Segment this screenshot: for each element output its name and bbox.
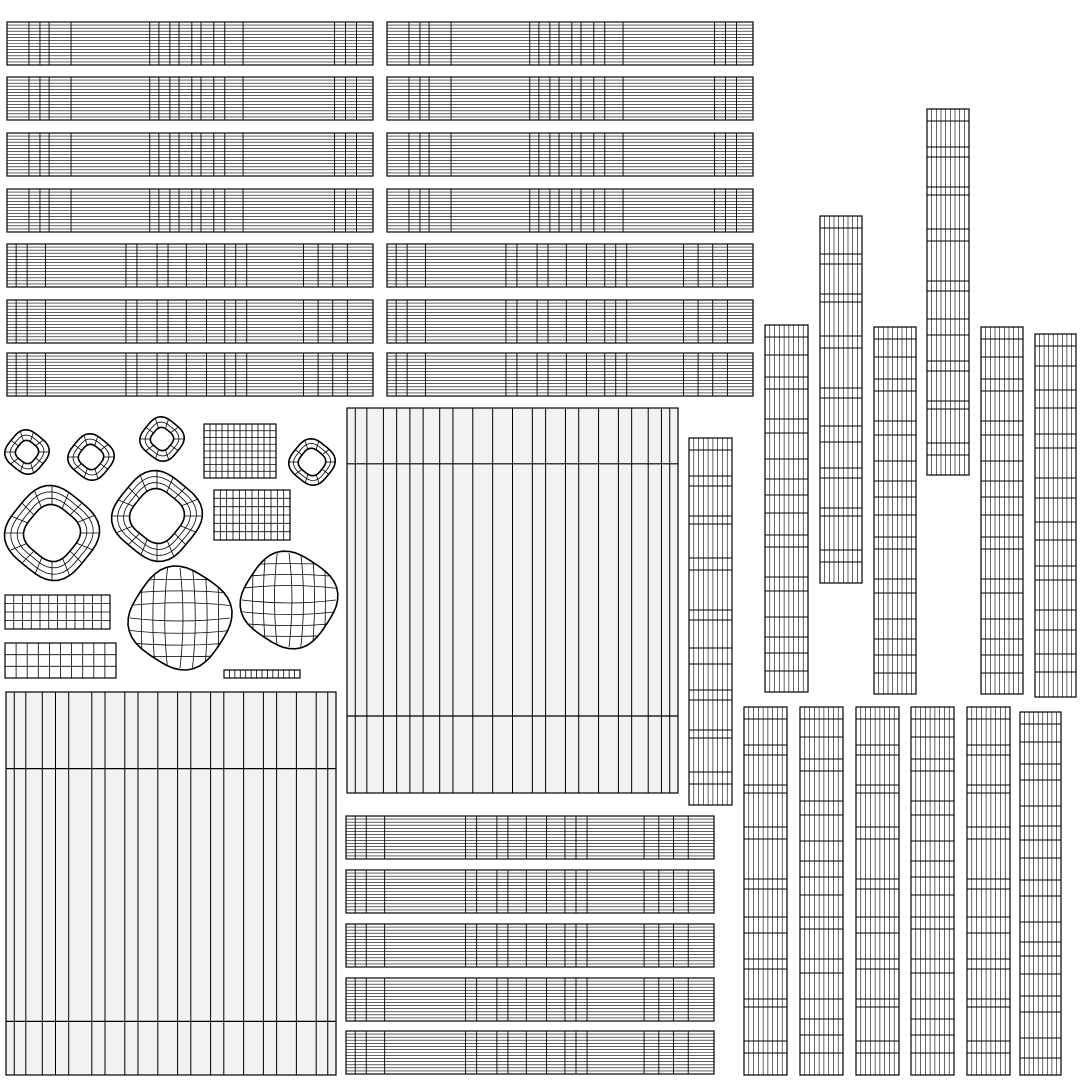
plank-strip-horizontal-19 bbox=[345, 1030, 715, 1075]
plank-strip-horizontal-9 bbox=[6, 243, 374, 288]
grid-tile-47 bbox=[223, 669, 301, 679]
plank-strip-vertical-22 bbox=[688, 437, 733, 806]
grid-tile-43 bbox=[203, 423, 277, 479]
plank-strip-vertical-29 bbox=[743, 706, 788, 1076]
grid-tile-46 bbox=[4, 642, 117, 679]
ring-island-40 bbox=[110, 469, 204, 563]
plank-strip-vertical-23 bbox=[764, 324, 809, 693]
uv-islands-layer bbox=[3, 21, 1077, 1076]
plank-strip-horizontal-7 bbox=[6, 188, 374, 233]
plank-strip-vertical-28 bbox=[1034, 333, 1077, 698]
plank-strip-vertical-31 bbox=[855, 706, 900, 1076]
plank-strip-vertical-27 bbox=[980, 326, 1024, 695]
plank-strip-vertical-26 bbox=[926, 108, 970, 476]
plank-strip-horizontal-5 bbox=[6, 132, 374, 177]
plank-strip-vertical-25 bbox=[873, 326, 917, 695]
plank-strip-horizontal-18 bbox=[345, 977, 715, 1022]
plank-strip-horizontal-8 bbox=[386, 188, 754, 233]
plank-strip-horizontal-10 bbox=[386, 243, 754, 288]
panel-board-21 bbox=[5, 691, 337, 1076]
plank-strip-horizontal-1 bbox=[6, 21, 374, 66]
plank-strip-vertical-33 bbox=[966, 706, 1011, 1076]
plank-strip-horizontal-3 bbox=[6, 76, 374, 121]
plank-strip-vertical-32 bbox=[910, 706, 955, 1076]
plank-strip-vertical-34 bbox=[1019, 711, 1062, 1076]
ring-island-38 bbox=[287, 437, 337, 487]
plank-strip-horizontal-6 bbox=[386, 132, 754, 177]
ring-island-35 bbox=[3, 428, 51, 476]
plank-strip-vertical-24 bbox=[819, 215, 863, 584]
ring-island-37 bbox=[138, 415, 186, 463]
plank-strip-horizontal-11 bbox=[6, 299, 374, 344]
grid-tile-45 bbox=[4, 594, 111, 630]
plank-strip-vertical-30 bbox=[799, 706, 844, 1076]
ring-island-36 bbox=[66, 432, 116, 482]
ring-island-39 bbox=[3, 484, 101, 582]
grid-tile-44 bbox=[213, 489, 291, 541]
plank-strip-horizontal-17 bbox=[345, 923, 715, 968]
plank-strip-horizontal-4 bbox=[386, 76, 754, 121]
plank-strip-horizontal-12 bbox=[386, 299, 754, 344]
panel-board-20 bbox=[346, 407, 679, 794]
plank-strip-horizontal-13 bbox=[6, 352, 374, 397]
plank-strip-horizontal-16 bbox=[345, 869, 715, 914]
plank-strip-horizontal-15 bbox=[345, 815, 715, 860]
plank-strip-horizontal-2 bbox=[386, 21, 754, 66]
plank-strip-horizontal-14 bbox=[386, 352, 754, 397]
